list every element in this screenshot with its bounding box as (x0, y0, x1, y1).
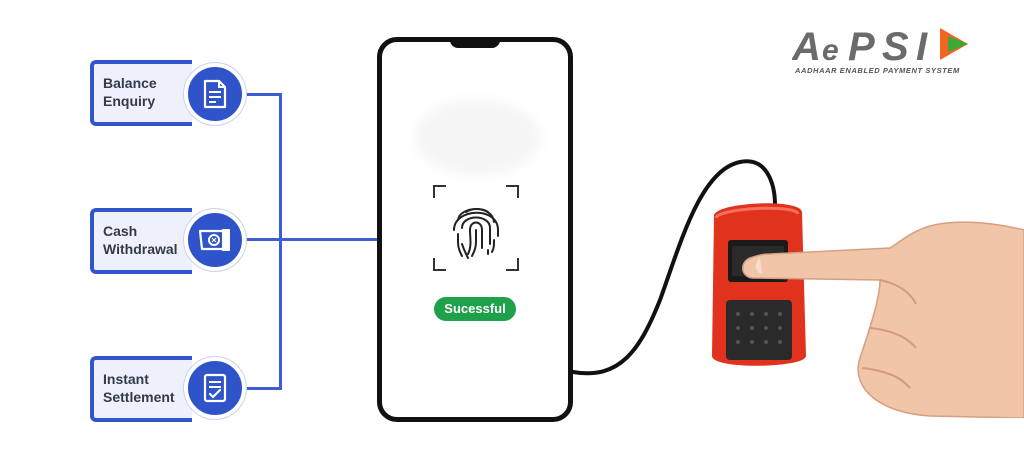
service-card-balance-enquiry[interactable]: Balance Enquiry (90, 60, 192, 126)
fingerprint-scanner-device (712, 203, 806, 366)
service-label-cash-withdrawal: Cash Withdrawal (103, 223, 178, 257)
phone-notch (450, 38, 500, 48)
usb-cable (571, 159, 777, 376)
logo-tagline: AADHAAR ENABLED PAYMENT SYSTEM (795, 66, 960, 75)
service-label-instant-settlement: Instant Settlement (103, 371, 175, 405)
fingerprint-scan-icon (433, 185, 519, 271)
service-card-cash-withdrawal[interactable]: Cash Withdrawal (90, 208, 192, 274)
service-label-balance-enquiry: Balance Enquiry (103, 75, 157, 109)
cash-note-icon (198, 229, 230, 251)
aeps-logo: A e P S I (792, 25, 968, 69)
document-rupee-icon (203, 79, 227, 109)
checklist-icon (203, 373, 227, 403)
svg-text:S: S (882, 25, 909, 69)
connector-vertical (279, 93, 282, 390)
connector-cash-to-phone (243, 238, 379, 241)
pointing-hand (742, 221, 1024, 418)
service-card-instant-settlement[interactable]: Instant Settlement (90, 356, 192, 422)
service-icon-instant-settlement (184, 357, 246, 419)
status-badge: Sucessful (434, 297, 516, 321)
service-icon-balance-enquiry (184, 63, 246, 125)
connector-balance (243, 93, 281, 96)
svg-text:P: P (848, 25, 875, 69)
connector-settlement (243, 387, 281, 390)
screen-glow (415, 100, 540, 175)
svg-text:I: I (916, 25, 928, 69)
service-icon-cash-withdrawal (184, 209, 246, 271)
svg-text:A: A (792, 25, 821, 69)
svg-text:e: e (822, 34, 839, 67)
